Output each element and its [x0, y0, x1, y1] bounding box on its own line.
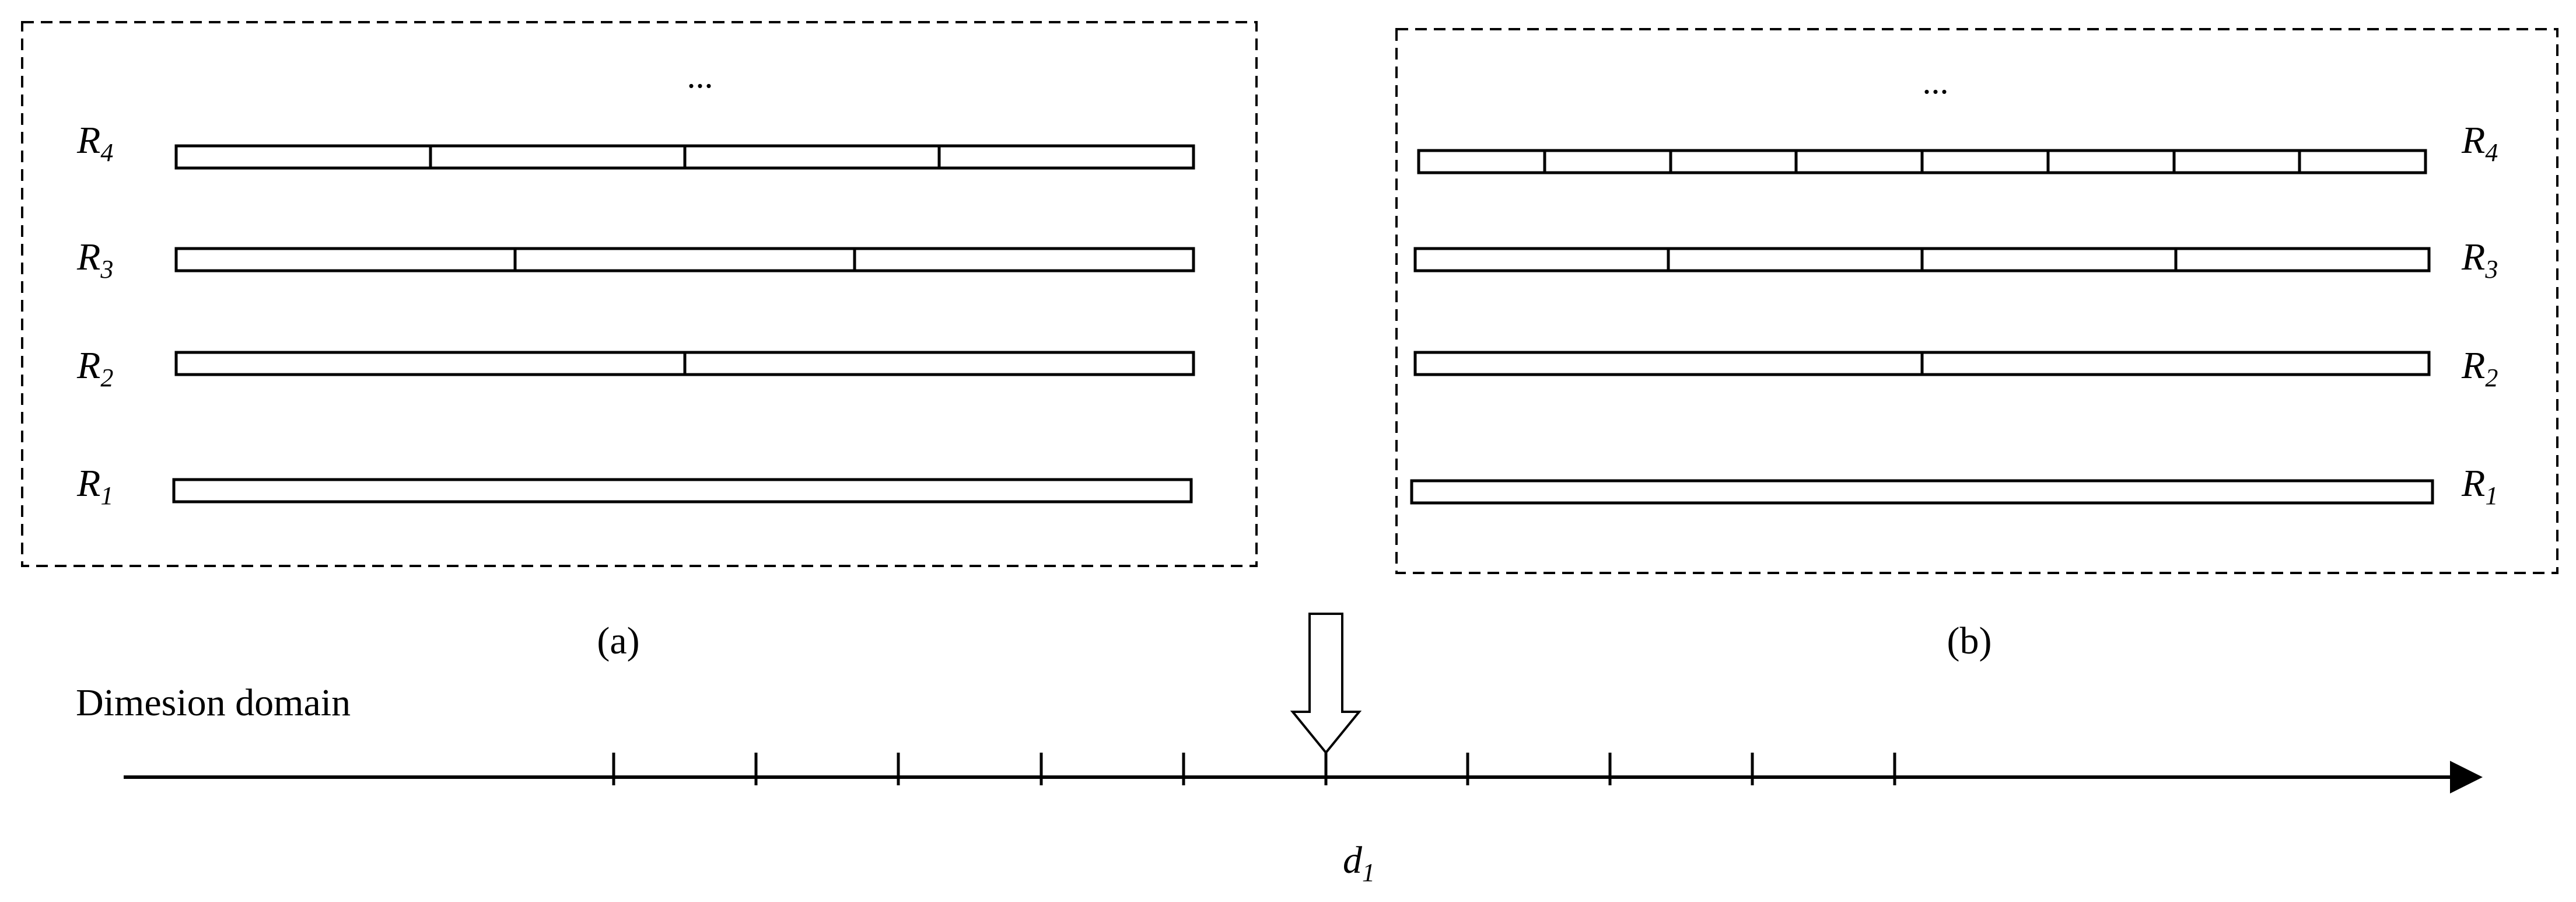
- panel-b-row-r1: R1: [1410, 462, 2498, 510]
- panel-b-row-r3: R3: [1413, 236, 2498, 284]
- panel-b-row-label-r2: R2: [2461, 344, 2498, 392]
- panel-a-row-label-r2: R2: [76, 344, 113, 392]
- dimension-axis: Dimesion domain d1: [76, 613, 2483, 887]
- panel-a-frame: [21, 21, 1258, 567]
- panel-a-row-r1: R1: [76, 462, 1193, 510]
- panel-a-row-r4: R4: [76, 119, 1195, 170]
- panel-a: ... R4 R3 R2 R1 (a): [21, 21, 1258, 662]
- panel-a-caption: (a): [597, 620, 639, 662]
- panel-a-bar-r1: [172, 478, 1193, 504]
- panel-a-row-label-r4: R4: [76, 119, 113, 167]
- d1-label: d1: [1343, 839, 1375, 887]
- panel-a-row-label-r3: R3: [76, 236, 113, 284]
- panel-b-frame: [1395, 28, 2558, 574]
- panel-b-ellipsis: ...: [1923, 62, 1949, 101]
- panel-b-row-r2: R2: [1413, 344, 2498, 392]
- panel-b: ... R4 R3 R2 R1 (b): [1395, 28, 2558, 662]
- panel-a-row-r3: R3: [76, 236, 1195, 284]
- panel-b-row-label-r3: R3: [2461, 236, 2498, 284]
- axis-label: Dimesion domain: [76, 681, 351, 724]
- panel-a-bar-r3: [174, 247, 1195, 272]
- axis-arrowhead: [2450, 761, 2483, 793]
- panel-a-ellipsis: ...: [687, 57, 713, 95]
- panel-b-row-r4: R4: [1417, 119, 2498, 174]
- panel-b-row-label-r1: R1: [2461, 462, 2498, 510]
- panel-a-row-label-r1: R1: [76, 462, 113, 510]
- panel-b-caption: (b): [1947, 620, 1992, 662]
- panel-b-row-label-r4: R4: [2461, 119, 2498, 167]
- panel-a-row-r2: R2: [76, 344, 1195, 392]
- down-arrow-icon: [1290, 613, 1362, 755]
- panel-b-bar-r1: [1410, 479, 2434, 505]
